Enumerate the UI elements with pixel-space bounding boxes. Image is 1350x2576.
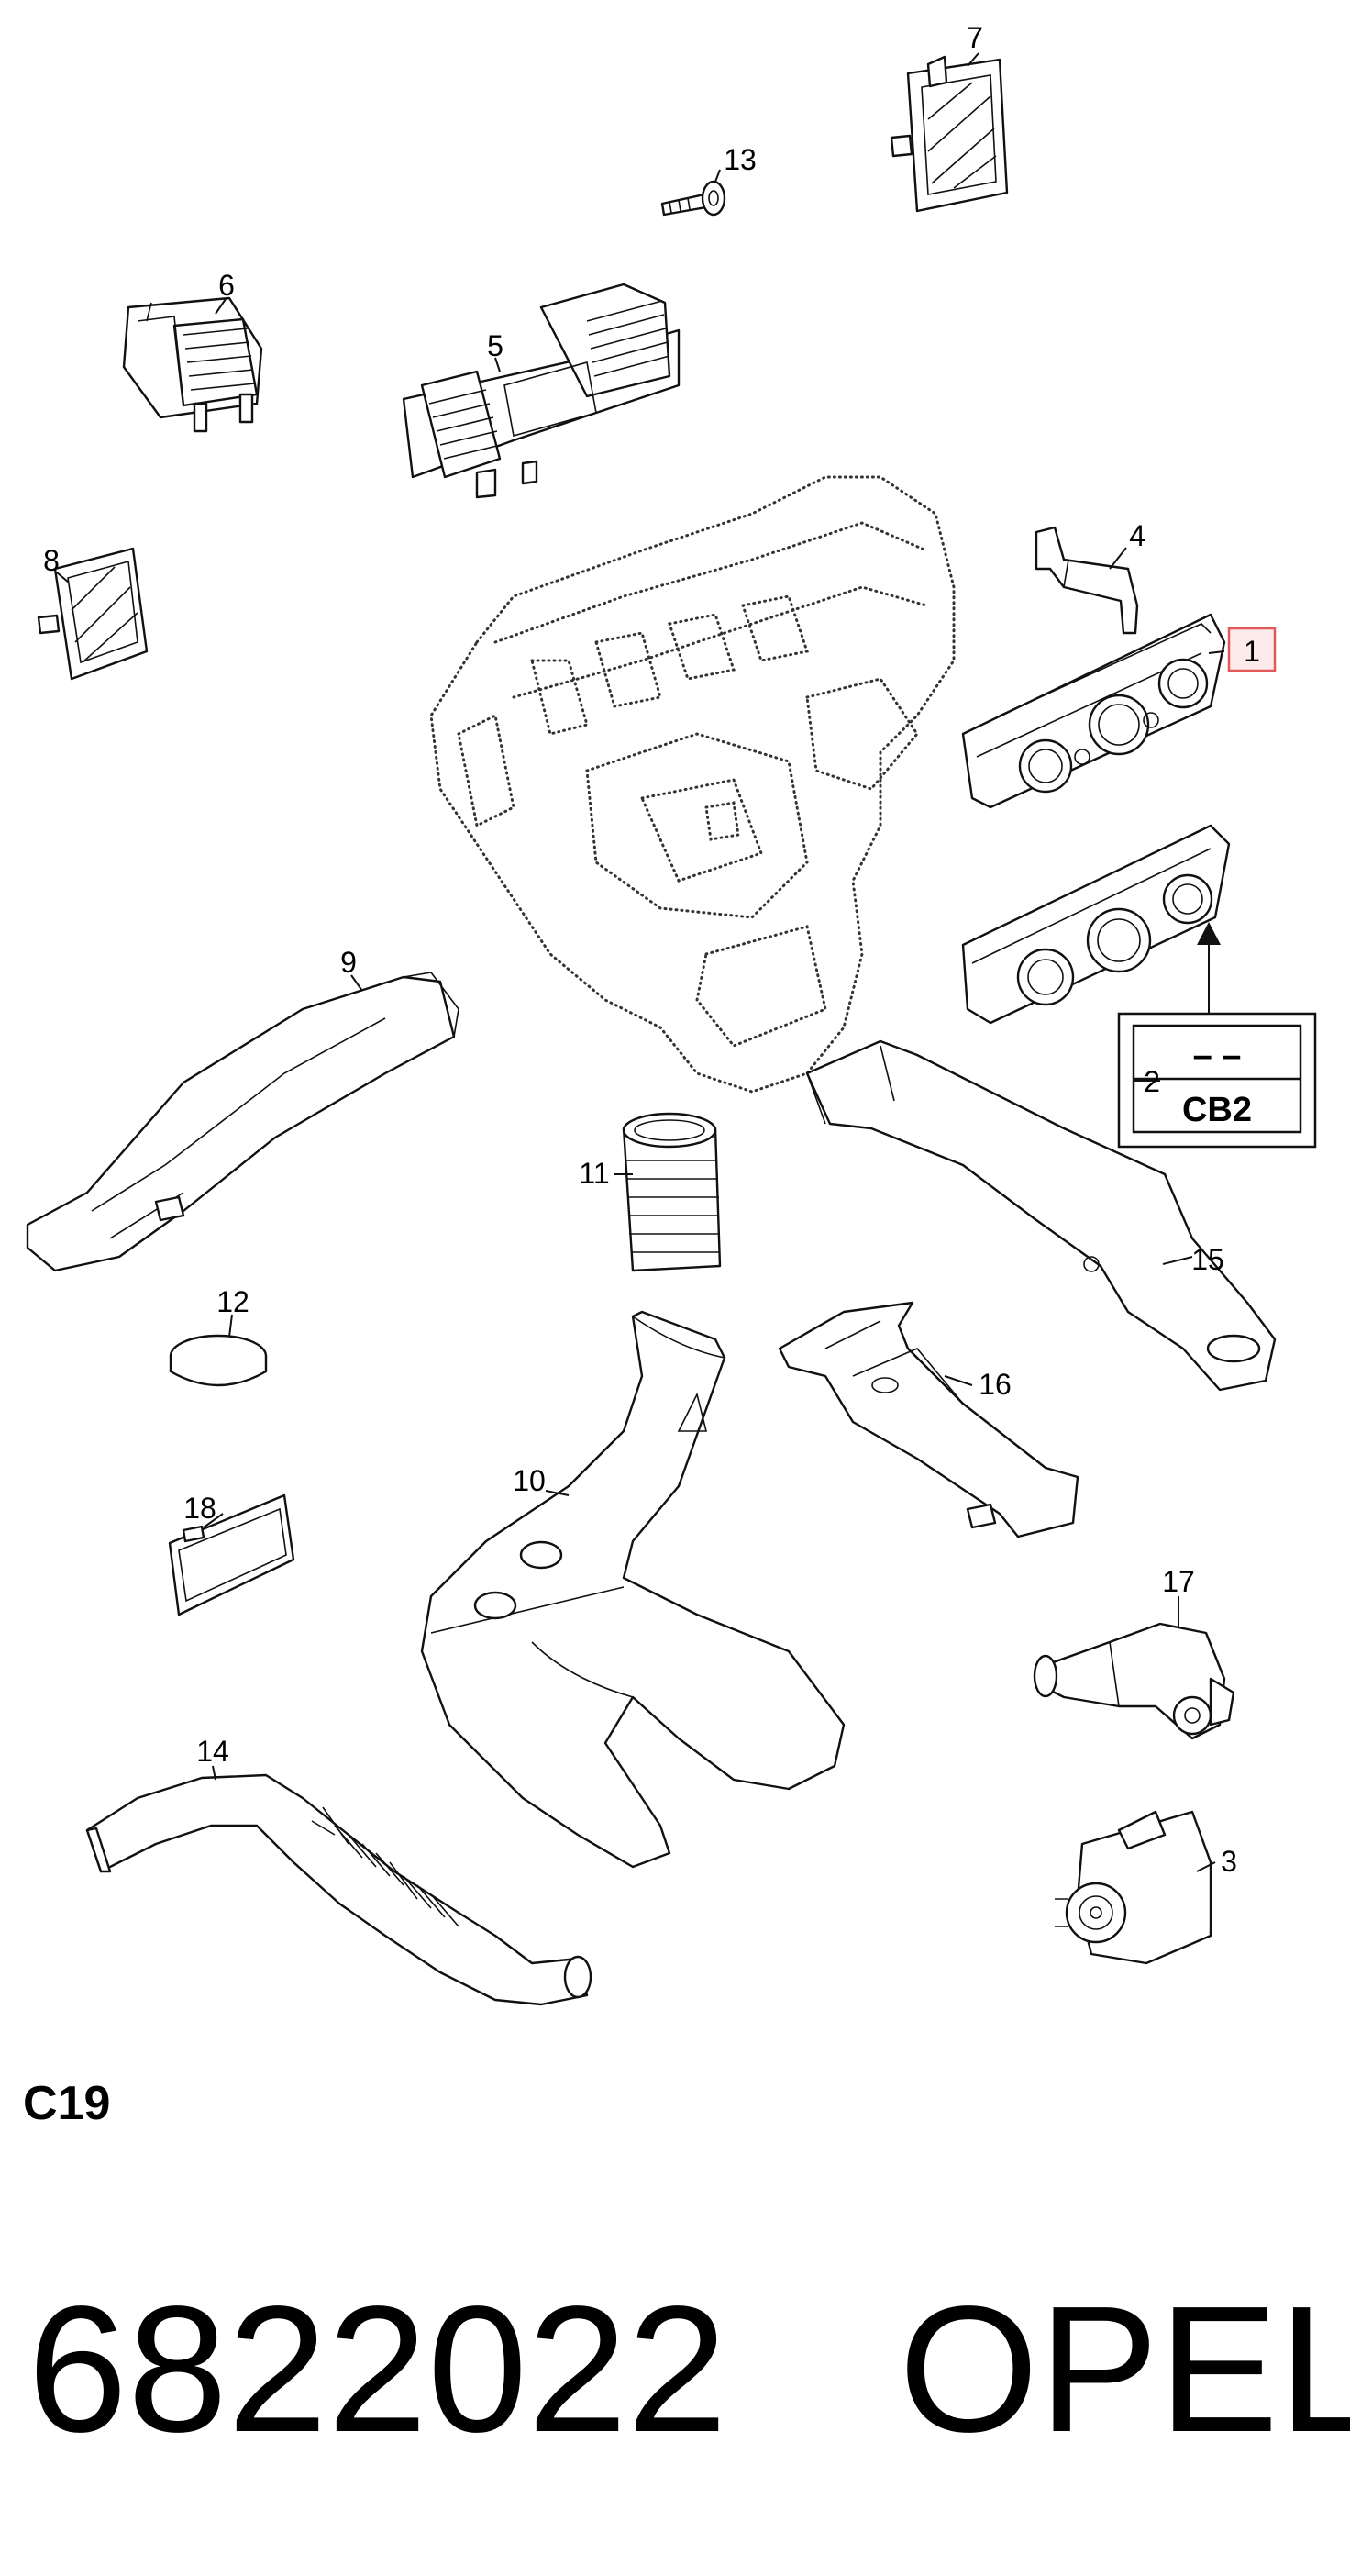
callout-6: 6 [218,269,235,302]
heater-housing-dotted [429,475,956,1094]
part-6-side-air-vent [122,296,263,433]
callout-17: 17 [1162,1565,1195,1598]
callout-18: 18 [183,1492,216,1525]
part-number: 6822022 [28,2269,727,2470]
part-4-bracket [1035,526,1139,635]
leader-lines [56,52,1225,1872]
part-14-hose [85,1773,592,2006]
part-9-left-floor-duct [26,972,459,1272]
highlight-box-1 [1227,627,1277,672]
callout-10: 10 [513,1464,546,1497]
callout-8: 8 [43,544,60,577]
part-3-servo-motor [1055,1810,1212,1965]
part-5-center-air-vent [402,283,681,499]
callout-5: 5 [487,329,503,362]
part-7-side-vent-cover [890,55,1009,213]
callout-1: 1 [1244,635,1260,668]
callout-numbers: 1 2 3 4 5 6 7 8 9 10 11 12 13 14 15 16 1… [43,21,1260,1878]
callout-9: 9 [340,946,357,979]
part-11-flexible-hose [622,1112,722,1272]
callout-13: 13 [724,143,757,176]
callout-14: 14 [196,1735,229,1768]
variant-code-text: CB2 [1182,1091,1252,1129]
section-code: C19 [23,2077,110,2130]
variant-dash-text: – – [1193,1037,1242,1075]
callout-4: 4 [1129,519,1145,552]
callout-16: 16 [979,1368,1012,1401]
part-17-actuator [1033,1622,1235,1740]
part-2-climate-control-panel [961,824,1231,1025]
variant-code-box: – – CB2 [1117,922,1317,1149]
part-13-screw [660,180,726,217]
brand-name: OPEL [899,2269,1350,2470]
callout-15: 15 [1191,1243,1224,1276]
callout-7: 7 [967,21,983,54]
callout-3: 3 [1221,1845,1237,1878]
part-12-grommet [169,1334,268,1387]
callout-2: 2 [1144,1065,1160,1098]
part-16-rear-duct [778,1301,1079,1538]
part-1-climate-control-panel [961,613,1226,809]
callout-12: 12 [216,1285,249,1318]
part-18-cover-plate [168,1493,295,1616]
callout-11: 11 [579,1157,609,1190]
part-10-center-duct [420,1310,846,1869]
part-15-right-floor-duct [805,1039,1277,1392]
part-8-side-vent-cover [37,547,149,681]
